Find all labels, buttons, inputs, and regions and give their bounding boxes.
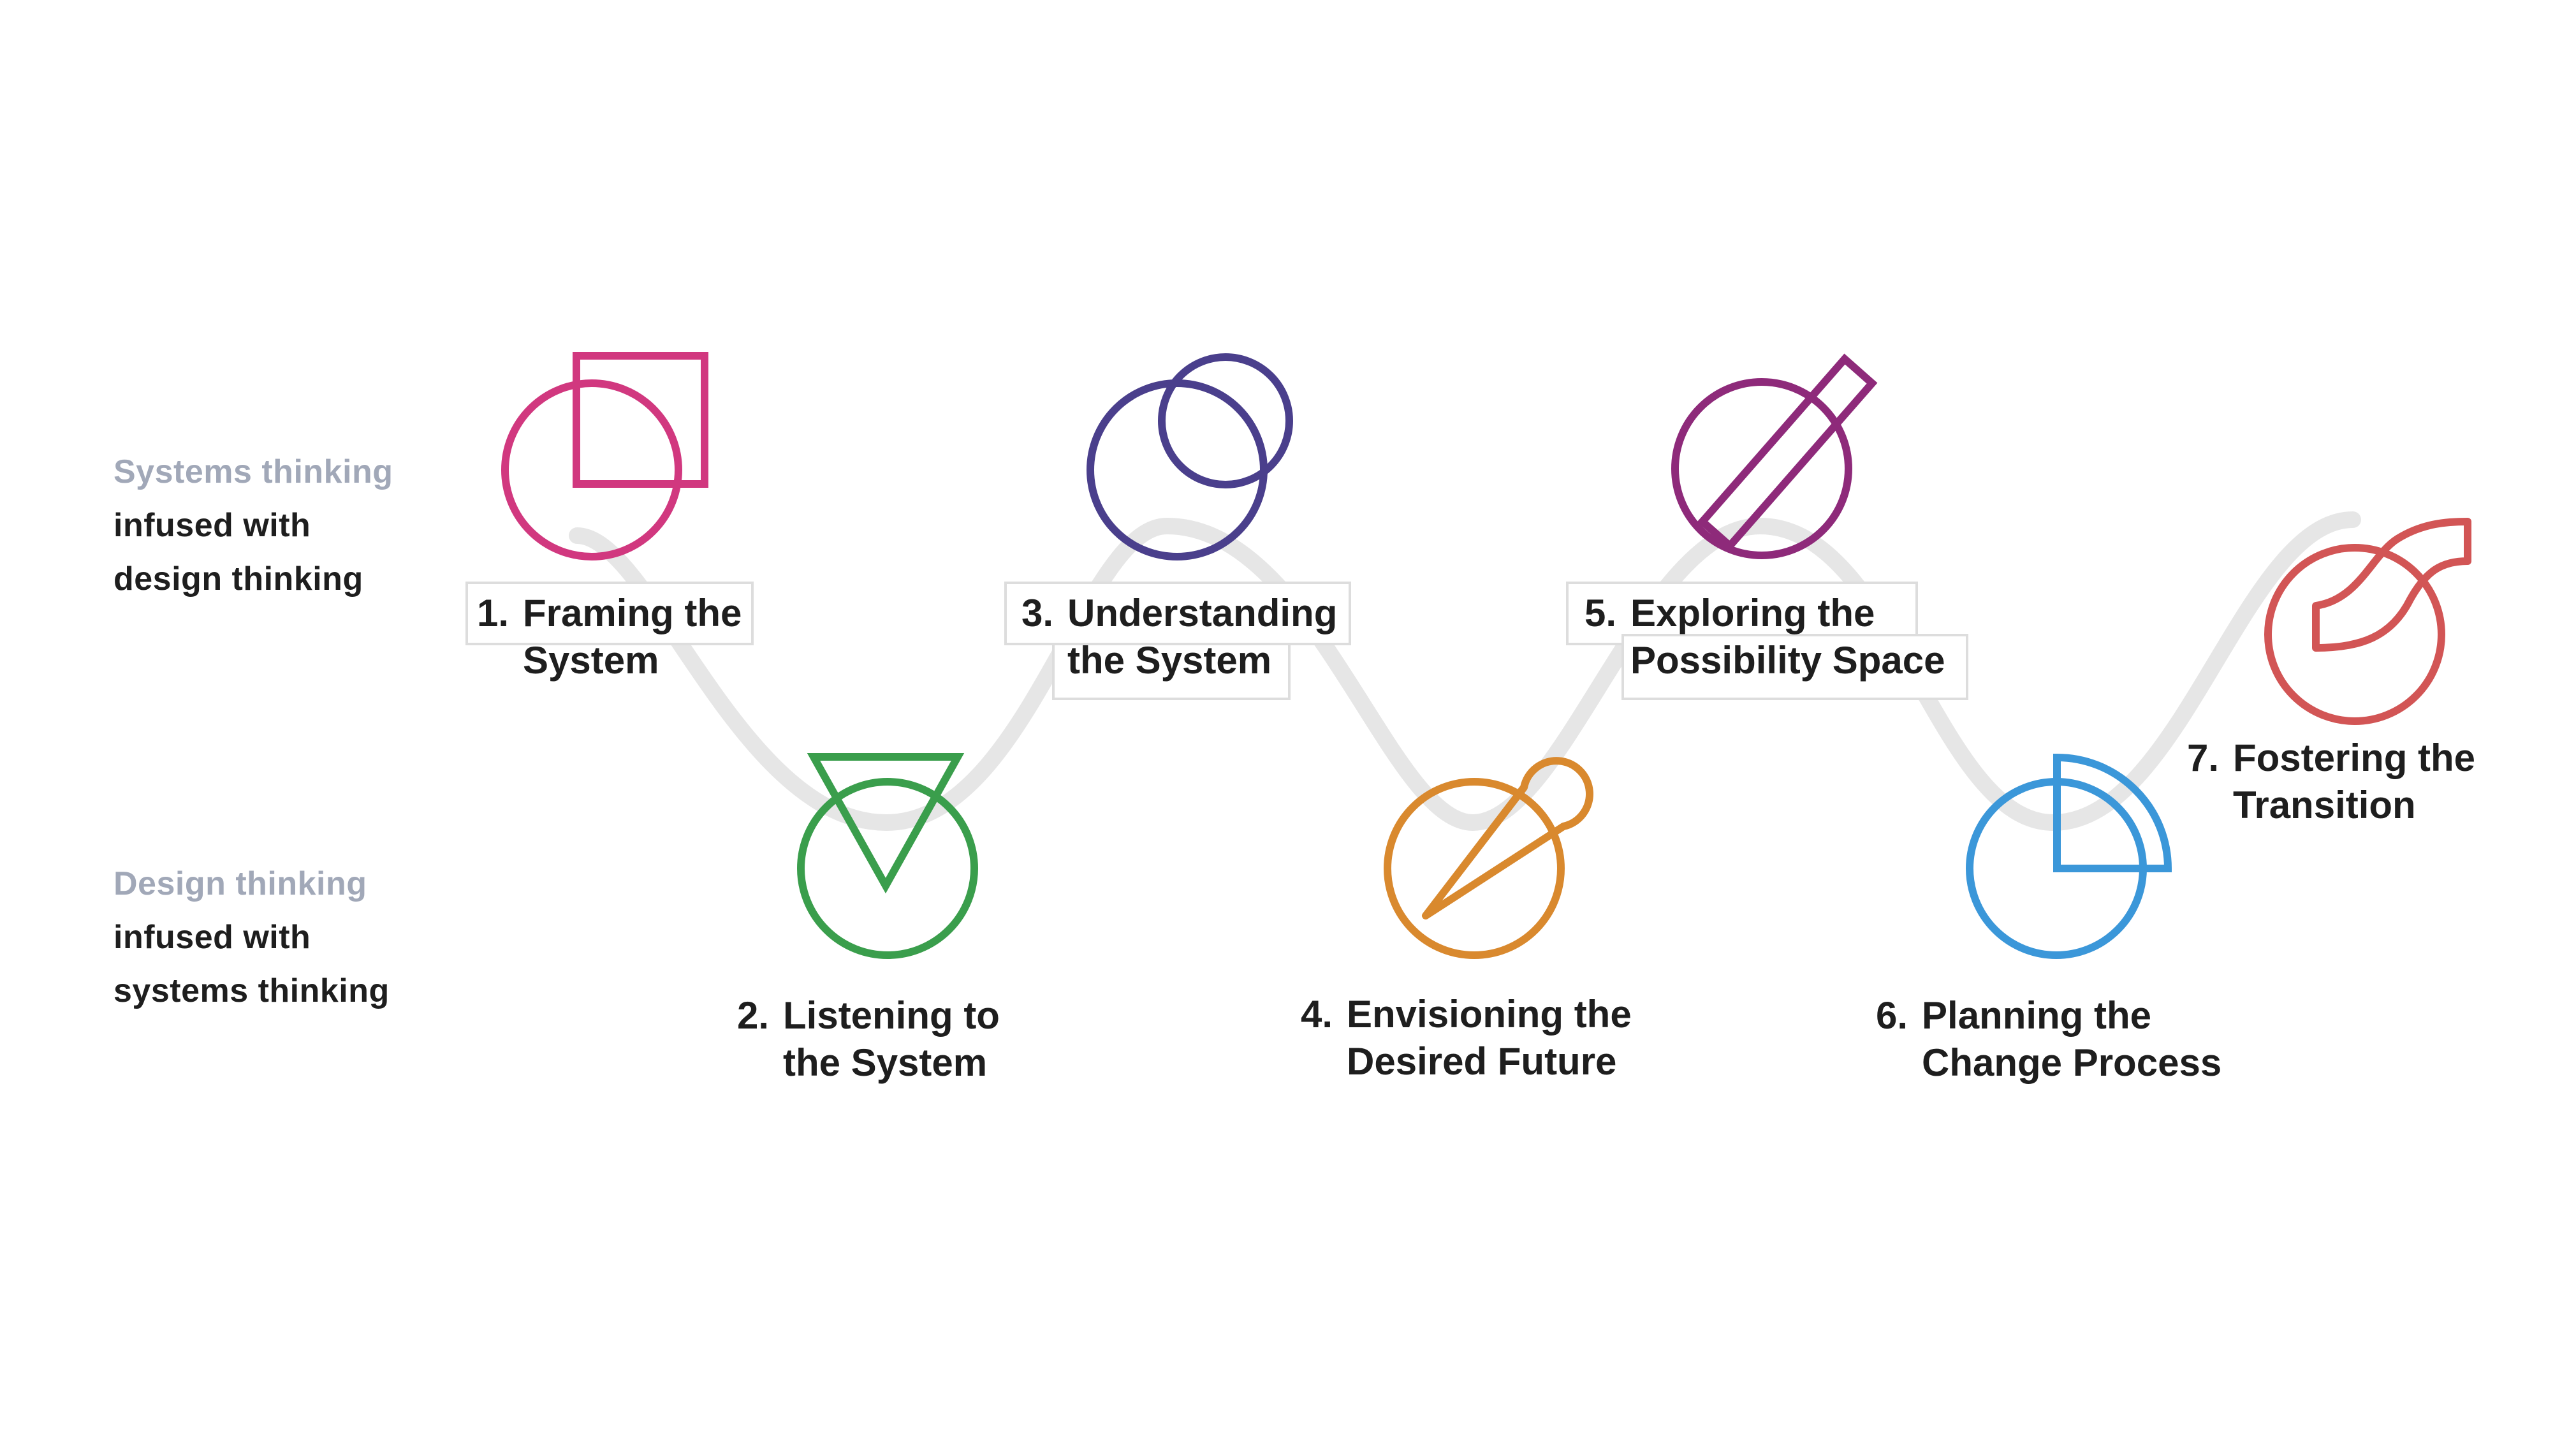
side-label-top-line2: infused with [113, 507, 311, 544]
step-7-title-line1: Fostering the [2233, 736, 2476, 779]
step-6-title-line2: Change Process [1922, 1041, 2222, 1084]
step-5-label-box-2 [1621, 634, 1968, 700]
circle-bar-icon [1671, 353, 1878, 559]
step-5-title-line1: Exploring the [1630, 592, 1875, 634]
step-3-title-line2: the System [1067, 639, 1272, 682]
circle-quadrant-icon [1966, 753, 2172, 959]
wave-path [569, 511, 2361, 831]
step-3-label-box-2 [1052, 643, 1291, 700]
step-4-title-line2: Desired Future [1347, 1040, 1617, 1083]
step-6-number: 6. [1876, 994, 1908, 1037]
circle-triangle-icon [797, 753, 978, 959]
step-4-number: 4. [1301, 993, 1333, 1036]
step-2-number: 2. [737, 994, 770, 1037]
side-label-top-lead: Systems thinking [113, 453, 393, 490]
step-2-title-line1: Listening to [783, 994, 1000, 1037]
step-1-label-box [465, 582, 754, 645]
step-5-number: 5. [1584, 592, 1617, 634]
step-2-title-line2: the System [783, 1041, 988, 1084]
step-7-title-line2: Transition [2233, 784, 2416, 826]
step-3-number: 3. [1021, 592, 1054, 634]
side-label-bottom-line2: infused with [113, 919, 311, 956]
design-thinking-label: Design thinking infused with systems thi… [113, 857, 390, 1018]
circle-square-icon [501, 352, 708, 560]
side-label-bottom-line3: systems thinking [113, 972, 390, 1009]
step-4-title-line1: Envisioning the [1347, 993, 1632, 1036]
step-1-number: 1. [477, 592, 509, 634]
systems-thinking-label: Systems thinking infused with design thi… [113, 445, 393, 606]
side-label-top-line3: design thinking [113, 560, 363, 597]
circle-leaf-icon [2264, 518, 2471, 725]
step-5-title-line2: Possibility Space [1630, 639, 1945, 682]
step-7-number: 7. [2187, 736, 2220, 779]
overlapping-circles-icon [1087, 353, 1293, 560]
step-1-title-line2: System [523, 639, 659, 682]
side-label-bottom-lead: Design thinking [113, 865, 367, 902]
step-3-label-box [1004, 582, 1351, 645]
circle-pin-icon [1384, 757, 1593, 959]
step-3-title-line1: Understanding [1067, 592, 1338, 634]
step-6-title-line1: Planning the [1922, 994, 2151, 1037]
step-1-title-line1: Framing the [523, 592, 742, 634]
